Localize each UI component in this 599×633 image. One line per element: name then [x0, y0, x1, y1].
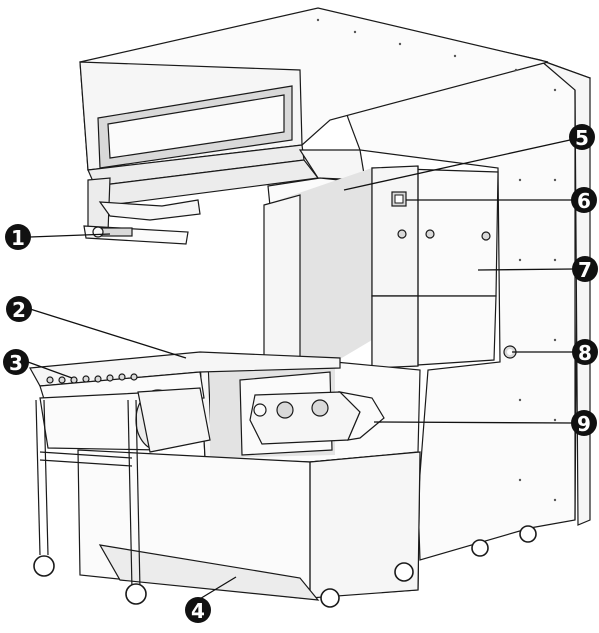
- callout-1: 1: [5, 224, 31, 250]
- callout-2: 2: [6, 296, 32, 322]
- control-cabinet: [371, 165, 517, 369]
- callout-5: 5: [569, 124, 595, 150]
- table-knobs: [46, 373, 138, 384]
- wheel: [125, 583, 147, 605]
- lower-cabinet: [77, 359, 421, 601]
- sample-tray: [249, 391, 361, 445]
- callout-1-label: 1: [11, 226, 25, 250]
- callout-9-label: 9: [577, 412, 591, 436]
- wheel: [394, 562, 414, 582]
- base-plate: [98, 544, 320, 601]
- callout-6-label: 6: [577, 189, 591, 213]
- top-canopy: [79, 7, 549, 207]
- rivets: [316, 18, 557, 502]
- callout-leaders: [27, 139, 575, 601]
- callout-9: 9: [571, 410, 597, 436]
- callout-4-label: 4: [191, 599, 205, 623]
- callout-2-label: 2: [12, 298, 26, 322]
- inner-back-wall: [263, 168, 372, 376]
- wheel: [33, 555, 55, 577]
- wheel: [471, 539, 489, 557]
- caster-wheels: [33, 525, 537, 608]
- callout-8: 8: [572, 339, 598, 365]
- callout-8-label: 8: [578, 341, 592, 365]
- callout-3: 3: [3, 349, 29, 375]
- callout-4: 4: [185, 597, 211, 623]
- callout-7: 7: [572, 256, 598, 282]
- callout-3-label: 3: [9, 351, 23, 375]
- wheel: [519, 525, 537, 543]
- callout-5-label: 5: [575, 126, 589, 150]
- callout-7-label: 7: [578, 258, 592, 282]
- feeding-table: [29, 351, 341, 591]
- callout-6: 6: [571, 187, 597, 213]
- extraction-arm: [83, 177, 201, 245]
- wheel: [320, 588, 340, 608]
